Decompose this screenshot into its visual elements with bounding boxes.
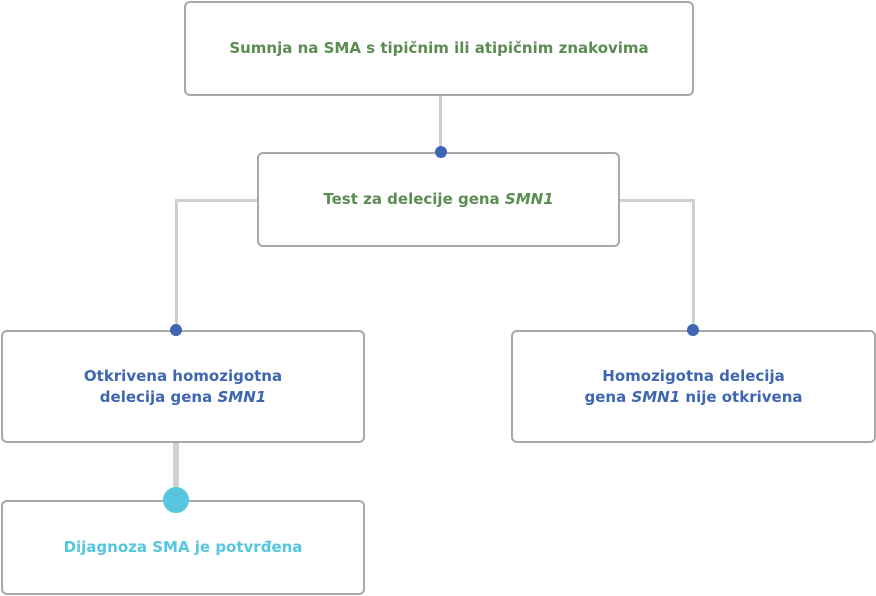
gene-name: SMN1 xyxy=(504,190,554,208)
connector-top-to-test xyxy=(439,95,442,153)
node-deletion-detected-label: Otkrivena homozigotna delecija gena SMN1 xyxy=(83,366,283,406)
node-smn1-test-label: Test za delecije gena SMN1 xyxy=(323,190,554,208)
node-diagnosis-confirmed-label: Dijagnoza SMA je potvrđena xyxy=(63,538,303,556)
gene-name: SMN1 xyxy=(631,387,681,406)
node-smn1-test: Test za delecije gena SMN1 xyxy=(257,152,620,247)
node-diagnosis-confirmed: Dijagnoza SMA je potvrđena xyxy=(1,500,365,595)
connector-test-right-vertical xyxy=(692,199,695,331)
connector-dot-left xyxy=(170,324,182,336)
gene-name: SMN1 xyxy=(217,387,267,406)
connector-dot-confirm xyxy=(163,487,189,513)
node-deletion-not-detected: Homozigotna delecija gena SMN1 nije otkr… xyxy=(511,330,876,443)
node-deletion-detected: Otkrivena homozigotna delecija gena SMN1 xyxy=(1,330,365,443)
node-suspicion-label: Sumnja na SMA s tipičnim ili atipičnim z… xyxy=(229,39,649,57)
connector-left-to-confirm xyxy=(173,442,179,500)
connector-dot-test xyxy=(435,146,447,158)
connector-dot-right xyxy=(687,324,699,336)
node-suspicion: Sumnja na SMA s tipičnim ili atipičnim z… xyxy=(184,1,694,96)
node-deletion-not-detected-label: Homozigotna delecija gena SMN1 nije otkr… xyxy=(584,366,803,406)
connector-test-left-vertical xyxy=(175,199,178,331)
connector-test-right-horizontal xyxy=(619,199,695,202)
connector-test-left-horizontal xyxy=(175,199,258,202)
